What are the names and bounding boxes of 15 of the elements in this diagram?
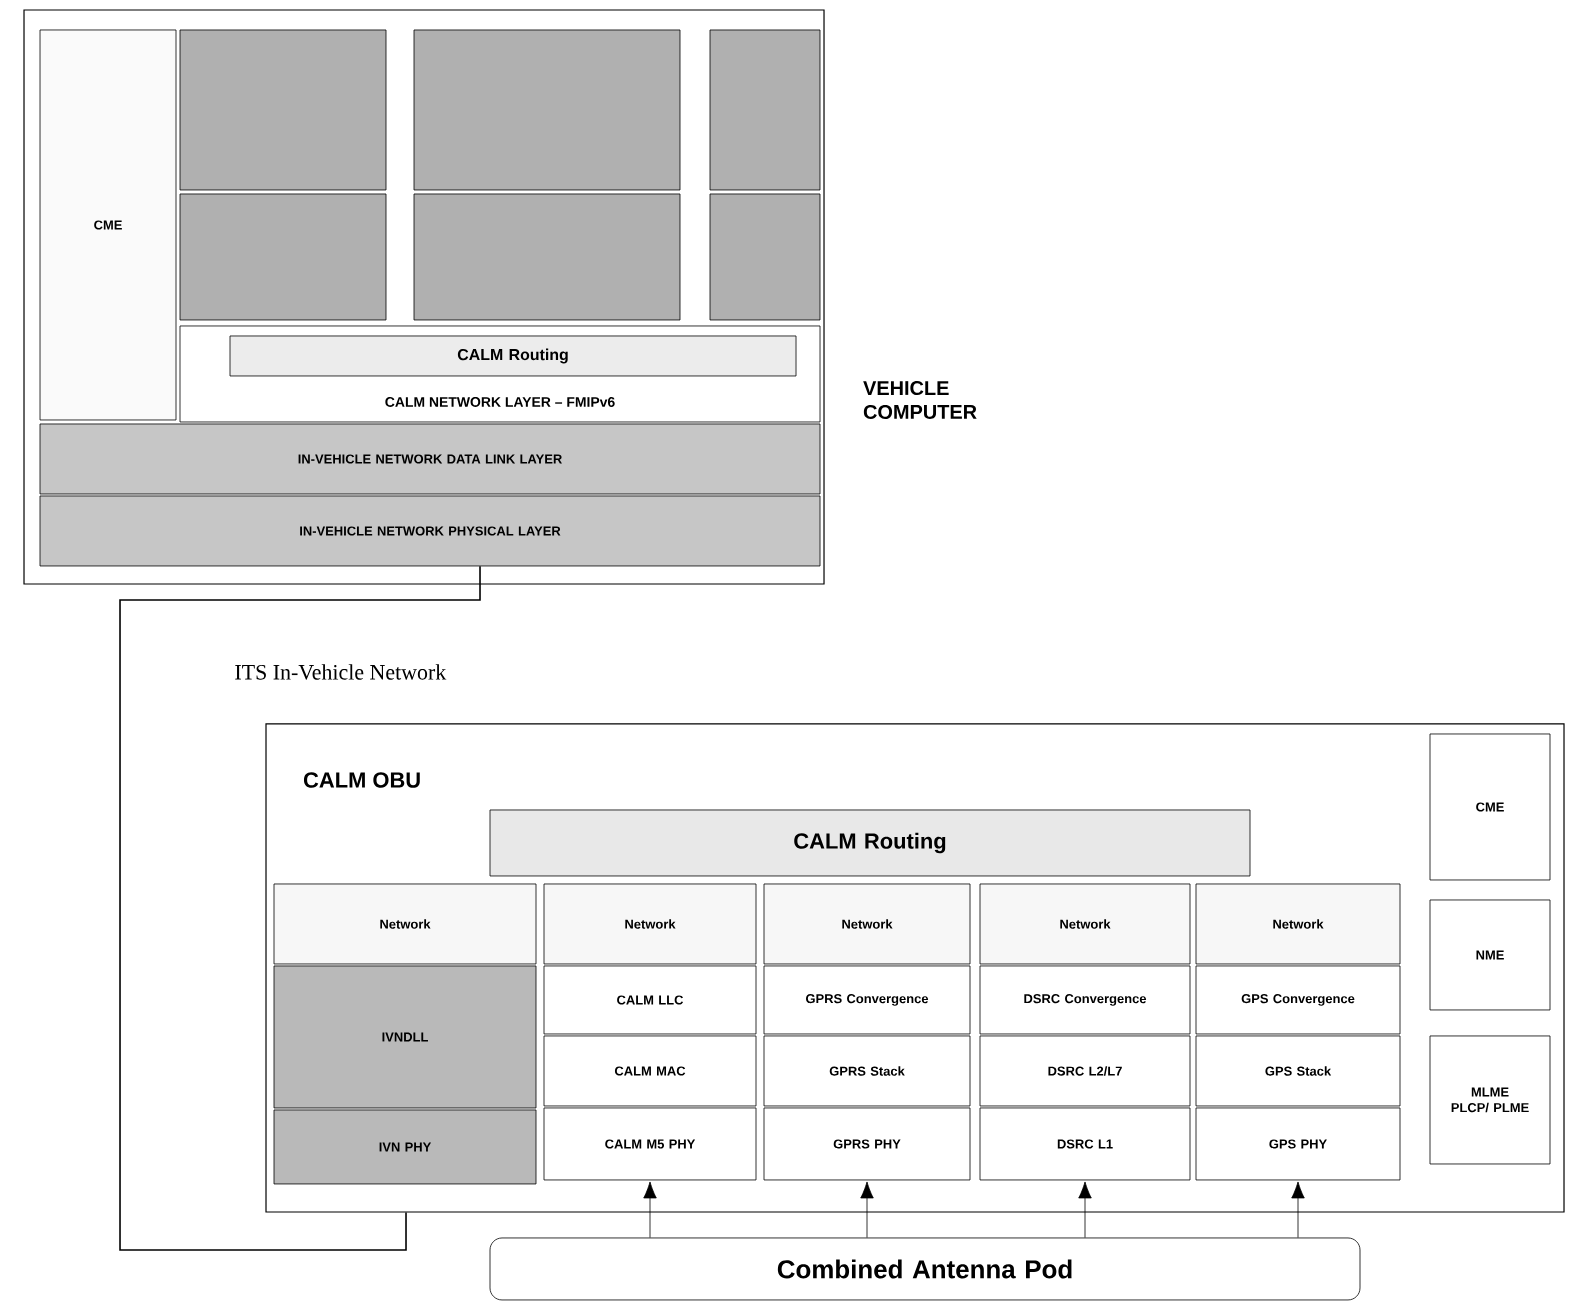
- arrow: [643, 1181, 657, 1238]
- arrow: [1078, 1181, 1092, 1238]
- routing-bar: CALM Routing: [489, 809, 1251, 877]
- shaded-box: [179, 193, 387, 321]
- connector-line: [119, 565, 481, 1251]
- arrow: [860, 1181, 874, 1238]
- shaded-box: [709, 29, 821, 191]
- shaded-box: [413, 29, 681, 191]
- shaded-box: [413, 193, 681, 321]
- shaded-box: [179, 29, 387, 191]
- arrow: [1291, 1181, 1305, 1238]
- antenna-pod-box: Combined Antenna Pod: [489, 1237, 1361, 1301]
- shaded-box: [709, 193, 821, 321]
- edge-label: ITS In-Vehicle Network: [235, 664, 447, 680]
- node-label: VEHICLE COMPUTER: [863, 380, 977, 419]
